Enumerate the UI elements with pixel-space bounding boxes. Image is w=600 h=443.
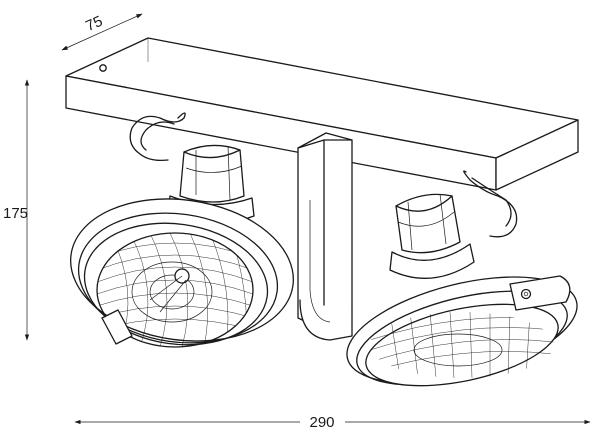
depth-dimension: 75	[61, 13, 143, 51]
height-dimension: 175	[3, 79, 30, 341]
width-dimension: 290	[74, 414, 591, 431]
screw-hole-icon	[99, 64, 107, 72]
height-label: 175	[3, 205, 28, 222]
ring-screw-icon	[520, 288, 532, 300]
depth-label: 75	[83, 13, 105, 35]
center-bracket	[297, 132, 353, 341]
cable-hook-right	[463, 170, 518, 238]
left-reflector-facets	[97, 233, 253, 347]
right-spotlight	[346, 193, 578, 387]
right-reflector-facets	[370, 312, 554, 378]
mounting-plate	[65, 37, 579, 191]
cable-hook-left	[129, 112, 186, 162]
width-label: 290	[309, 414, 334, 431]
depth-dimension-line	[61, 13, 143, 51]
left-spotlight	[70, 144, 294, 348]
